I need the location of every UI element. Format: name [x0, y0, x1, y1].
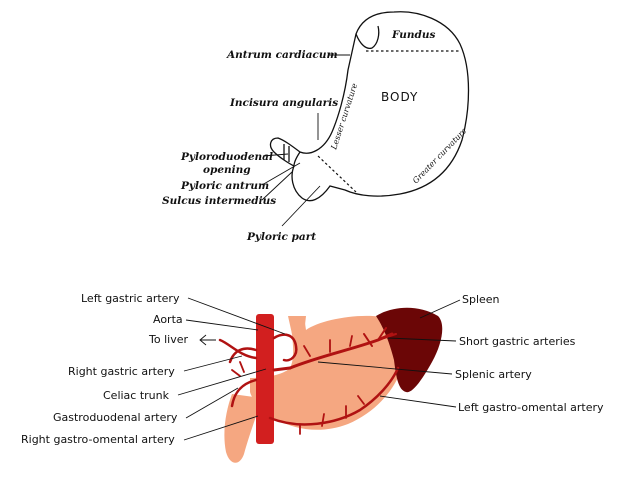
stomach-outline	[269, 11, 470, 202]
pyloric-antrum-leader	[261, 162, 301, 186]
pyloric-antrum-label: Pyloric antrum	[180, 180, 269, 192]
to-liver-label: To liver	[148, 333, 188, 346]
esophagus	[288, 316, 306, 334]
stomach-arteries-diagram: Left gastric artery Aorta To liver Right…	[21, 292, 604, 463]
sulcus-intermedius-leader	[261, 171, 293, 201]
left-gastric-artery-leader	[187, 297, 286, 335]
splenic-artery-label: Splenic artery	[455, 368, 532, 381]
aorta	[256, 314, 274, 444]
short-gastric-vessels	[363, 327, 397, 347]
antrum-cardiacum-label: Antrum cardiacum	[226, 49, 338, 61]
left-gastro-omental-artery-leader	[379, 395, 457, 408]
duodenum	[224, 394, 262, 463]
gastroduodenal-artery-label: Gastroduodenal artery	[53, 411, 178, 424]
celiac-trunk-label: Celiac trunk	[103, 389, 170, 402]
to-liver-branch	[218, 338, 258, 360]
fundus-label: Fundus	[391, 29, 436, 41]
to-liver-arrow	[199, 334, 216, 346]
pyloroduodenal-opening-label-line1: Pyloroduodenal	[180, 151, 273, 163]
fundus-notch	[355, 25, 380, 50]
spleen-leader	[419, 299, 461, 319]
pyloroduodenal-opening-label-line2: opening	[203, 164, 251, 176]
pyloric-sphincter	[283, 144, 301, 167]
right-gastric-artery-label: Right gastric artery	[68, 365, 175, 378]
celiac-trunk-leader	[177, 368, 267, 396]
short-gastric-arteries-label: Short gastric arteries	[459, 335, 576, 348]
right-gastro-omental-vessel	[268, 366, 400, 426]
spleen	[376, 307, 443, 393]
splenic-artery-leader	[317, 361, 453, 375]
pyloric-part-leader	[281, 185, 321, 227]
pyloric-part-label: Pyloric part	[246, 231, 316, 243]
pyloroduodenal-opening-leader	[262, 153, 289, 157]
incisura-angularis-label: Incisura angularis	[229, 97, 338, 109]
gastroduodenal-artery-vessel	[230, 378, 258, 408]
aorta-leader	[185, 319, 259, 331]
aorta-label: Aorta	[153, 313, 183, 326]
short-gastric-arteries-leader	[387, 337, 457, 342]
gastric-branches	[231, 335, 365, 435]
left-gastro-omental-artery-label: Left gastro-omental artery	[458, 401, 604, 414]
celiac-trunk-vessel	[272, 366, 292, 372]
right-gastro-omental-artery-label: Right gastro-omental artery	[21, 433, 175, 446]
right-gastro-omental-artery-leader	[183, 415, 259, 441]
sulcus-intermedius-label: Sulcus intermedius	[162, 195, 276, 207]
gastroduodenal-artery-leader	[185, 387, 239, 419]
left-gastric-artery-label: Left gastric artery	[81, 292, 180, 305]
right-gastric-artery-leader	[183, 355, 243, 372]
greater-curvature-label: Greater curvature	[411, 126, 469, 185]
splenic-artery-vessel	[288, 332, 394, 370]
sulcus-boundary	[317, 155, 357, 193]
left-gastric-artery-vessel	[272, 333, 298, 362]
body-label: BODY	[381, 90, 418, 104]
spleen-label: Spleen	[462, 293, 500, 306]
stomach-regions-diagram: Fundus Antrum cardiacum BODY Incisura an…	[162, 11, 470, 243]
